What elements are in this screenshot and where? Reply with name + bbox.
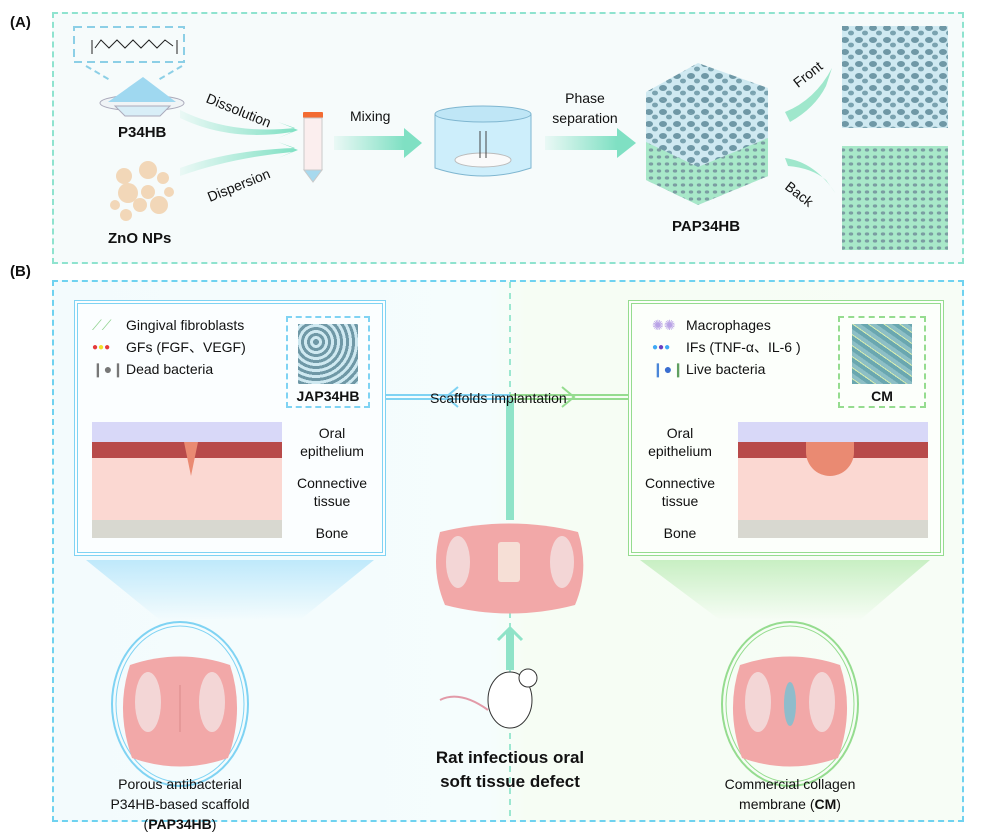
healed-mouth-icon	[122, 656, 238, 767]
right-caption: Commercial collagen membrane (CM)	[724, 776, 856, 812]
inflammatory-factor-dots-icon: ●●●	[652, 341, 671, 353]
implantation-label: Scaffolds implantation	[430, 390, 567, 406]
phase-separation-arrow	[545, 136, 617, 150]
scaffold-wedge-icon	[184, 442, 198, 476]
legend-item: ❙●❙Dead bacteria	[92, 360, 214, 378]
panel-a-graphics	[73, 26, 948, 250]
polymer-powder-icon	[99, 77, 185, 117]
panel-b-graphics	[86, 282, 930, 820]
membrane-wedge-icon	[806, 442, 854, 476]
mixing-label: Mixing	[350, 108, 391, 124]
phase-line2: separation	[552, 110, 618, 126]
dissolution-arrow	[180, 110, 298, 138]
legend-item: ●●●IFs (TNF-α、IL-6 )	[652, 339, 801, 355]
mixing-arrow	[334, 136, 404, 150]
left-caption: Porous antibacterial P34HB-based scaffol…	[110, 776, 250, 832]
legend-item: ⟋⟋Gingival fibroblasts	[92, 316, 245, 334]
cm-label: CM	[871, 388, 893, 404]
rat-icon	[439, 668, 538, 729]
fibroblast-icon: ⟋⟋	[92, 316, 112, 333]
chemical-structure-icon	[73, 26, 185, 81]
jap34hb-material-box: JAP34HB	[286, 316, 370, 408]
back-surface-image	[842, 146, 948, 250]
jap34hb-label: JAP34HB	[296, 388, 360, 404]
tissue-diagram-right	[738, 422, 928, 542]
phase-separation-label: Phase separation	[545, 88, 625, 128]
macrophage-icon: ✺✺	[652, 316, 676, 333]
legend-item: ●●●GFs (FGF、VEGF)	[92, 339, 246, 355]
pap34hb-label: PAP34HB	[672, 218, 741, 235]
model-title: Rat infectious oral soft tissue defect	[435, 748, 585, 791]
phase-line1: Phase	[565, 90, 605, 106]
right-tissue-bone: Bone	[663, 525, 697, 541]
legend-item: ✺✺Macrophages	[652, 316, 771, 334]
p34hb-label: P34HB	[118, 124, 167, 141]
left-legend: ⟋⟋Gingival fibroblasts ●●●GFs (FGF、VEGF)…	[92, 314, 246, 380]
front-arrow	[785, 68, 832, 122]
front-surface-image	[842, 26, 948, 128]
legend-item: ❙●❙Live bacteria	[652, 360, 766, 378]
tissue-diagram-left	[92, 422, 282, 542]
back-arrow	[785, 158, 836, 194]
jap34hb-material-image	[298, 324, 358, 384]
dead-bacteria-icon: ❙●❙	[92, 360, 124, 377]
zno-label: ZnO NPs	[108, 230, 172, 247]
panel-b-label: (B)	[10, 263, 31, 280]
growth-factor-dots-icon: ●●●	[92, 341, 111, 353]
beaker-stirrer-icon	[434, 105, 532, 177]
dispersion-arrow	[180, 142, 298, 176]
nanoparticles-icon	[110, 161, 174, 221]
left-tissue-bone: Bone	[315, 525, 349, 541]
scaffold-cube-icon	[646, 63, 768, 205]
live-bacteria-icon: ❙●❙	[652, 360, 684, 377]
implantation-arrow-right	[510, 386, 628, 408]
oral-defect-icon	[436, 523, 584, 614]
panel-a-label: (A)	[10, 14, 31, 31]
centrifuge-tube-icon	[303, 112, 323, 183]
defect-mouth-icon	[732, 656, 848, 767]
implantation-arrow-left	[386, 386, 510, 408]
right-legend: ✺✺Macrophages ●●●IFs (TNF-α、IL-6 ) ❙●❙Li…	[652, 314, 801, 380]
cm-material-image	[852, 324, 912, 384]
cm-material-box: CM	[838, 316, 926, 408]
